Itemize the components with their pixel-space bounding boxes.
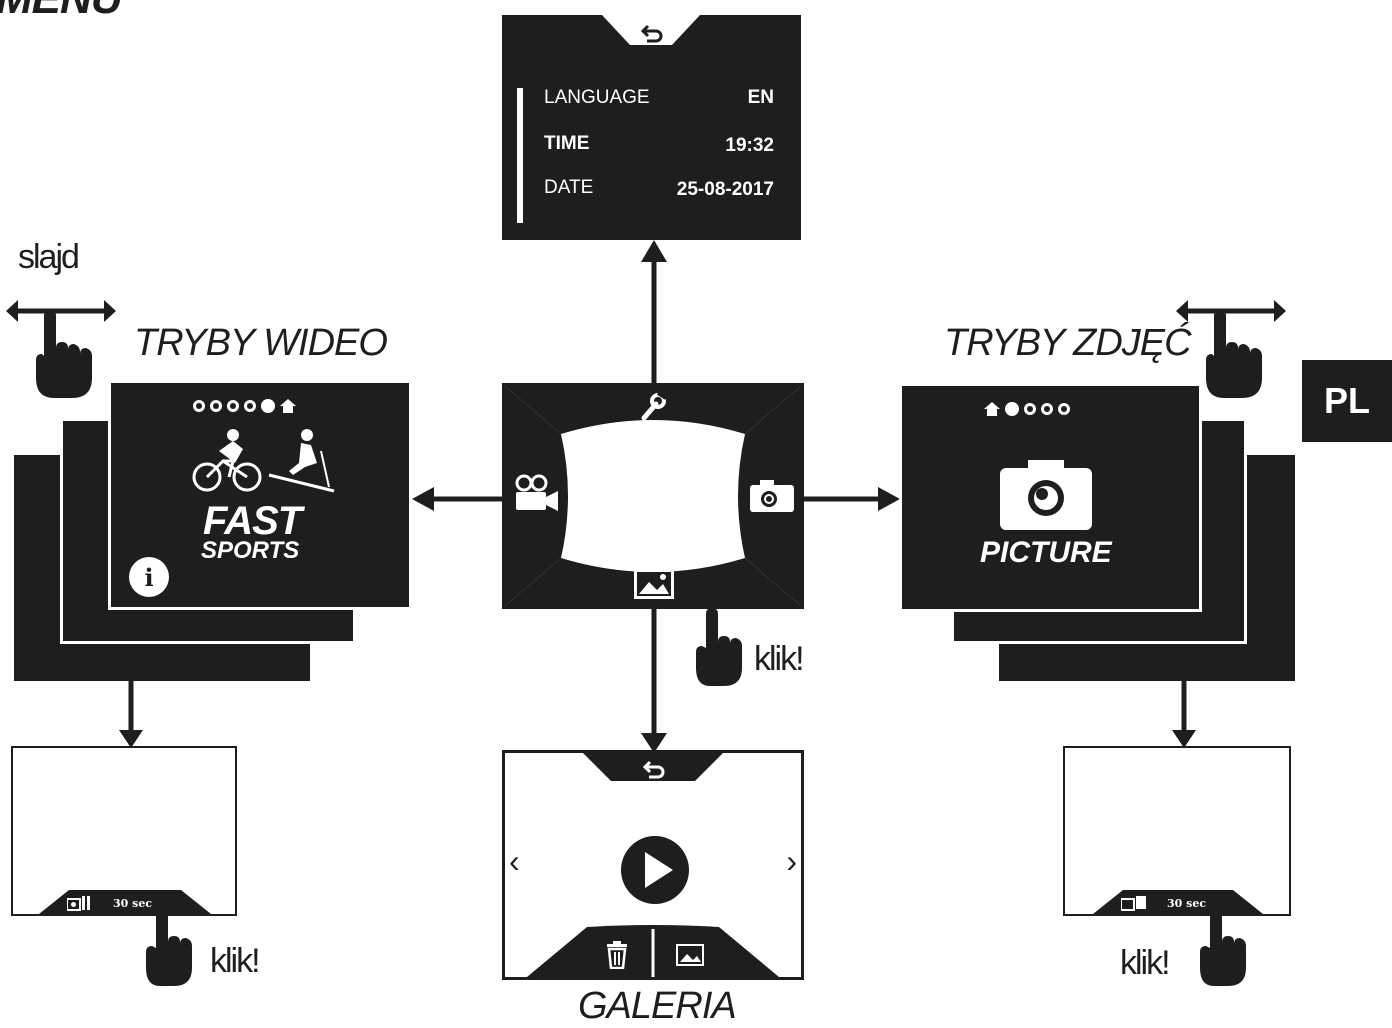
video-mode-card[interactable]: FAST SPORTS i xyxy=(108,380,412,610)
mode-page-indicator xyxy=(193,399,296,413)
video-mode-status-icon xyxy=(67,895,93,911)
click-hand-icon xyxy=(692,608,746,688)
image-icon[interactable] xyxy=(675,943,705,967)
mode-page-indicator xyxy=(984,402,1070,416)
page-dot xyxy=(227,400,239,412)
previous-item-arrow[interactable]: ‹ xyxy=(509,843,520,880)
play-button-icon[interactable] xyxy=(620,835,690,905)
video-click-label: klik! xyxy=(210,942,259,981)
page-dot-active xyxy=(1005,402,1019,416)
info-glyph: i xyxy=(144,563,153,592)
main-menu-screen xyxy=(502,383,804,609)
photo-modes-heading: TRYBY ZDJĘĆ xyxy=(944,322,1191,365)
video-recording-screen: 30 sec xyxy=(11,746,237,916)
page-dot xyxy=(1041,403,1053,415)
swipe-gesture-icon xyxy=(6,296,116,400)
page-dot xyxy=(1058,403,1070,415)
photo-mode-card[interactable]: PICTURE xyxy=(899,383,1202,612)
page-dot xyxy=(244,400,256,412)
page-dot-active xyxy=(261,399,275,413)
fast-sports-pictogram xyxy=(189,427,339,497)
click-hand-icon xyxy=(1196,908,1250,988)
video-camera-icon[interactable] xyxy=(512,473,562,513)
photo-click-label: klik! xyxy=(1120,944,1169,983)
center-click-label: klik! xyxy=(754,640,803,679)
trash-icon[interactable] xyxy=(605,941,629,969)
page-dot xyxy=(1024,403,1036,415)
wrench-icon[interactable] xyxy=(636,390,670,424)
gallery-image-icon[interactable] xyxy=(633,568,675,600)
home-icon xyxy=(984,402,1000,416)
home-icon xyxy=(280,399,296,413)
photo-mode-status-icon xyxy=(1121,895,1147,911)
page-dot xyxy=(193,400,205,412)
photo-capture-screen: 30 sec xyxy=(1063,746,1291,916)
gesture-label: slajd xyxy=(18,238,78,277)
page-dot xyxy=(210,400,222,412)
next-item-arrow[interactable]: › xyxy=(786,843,797,880)
video-modes-heading: TRYBY WIDEO xyxy=(134,322,387,365)
photo-camera-icon[interactable] xyxy=(748,478,796,514)
info-icon[interactable]: i xyxy=(129,557,169,597)
gallery-heading: GALERIA xyxy=(578,985,736,1028)
picture-camera-icon xyxy=(1000,458,1096,530)
gallery-screen: ‹ › xyxy=(502,750,804,980)
photo-mode-name: PICTURE xyxy=(980,536,1112,570)
mode-name-line2: SPORTS xyxy=(201,537,299,565)
click-hand-icon xyxy=(142,908,196,988)
back-arrow-icon[interactable] xyxy=(641,759,667,779)
